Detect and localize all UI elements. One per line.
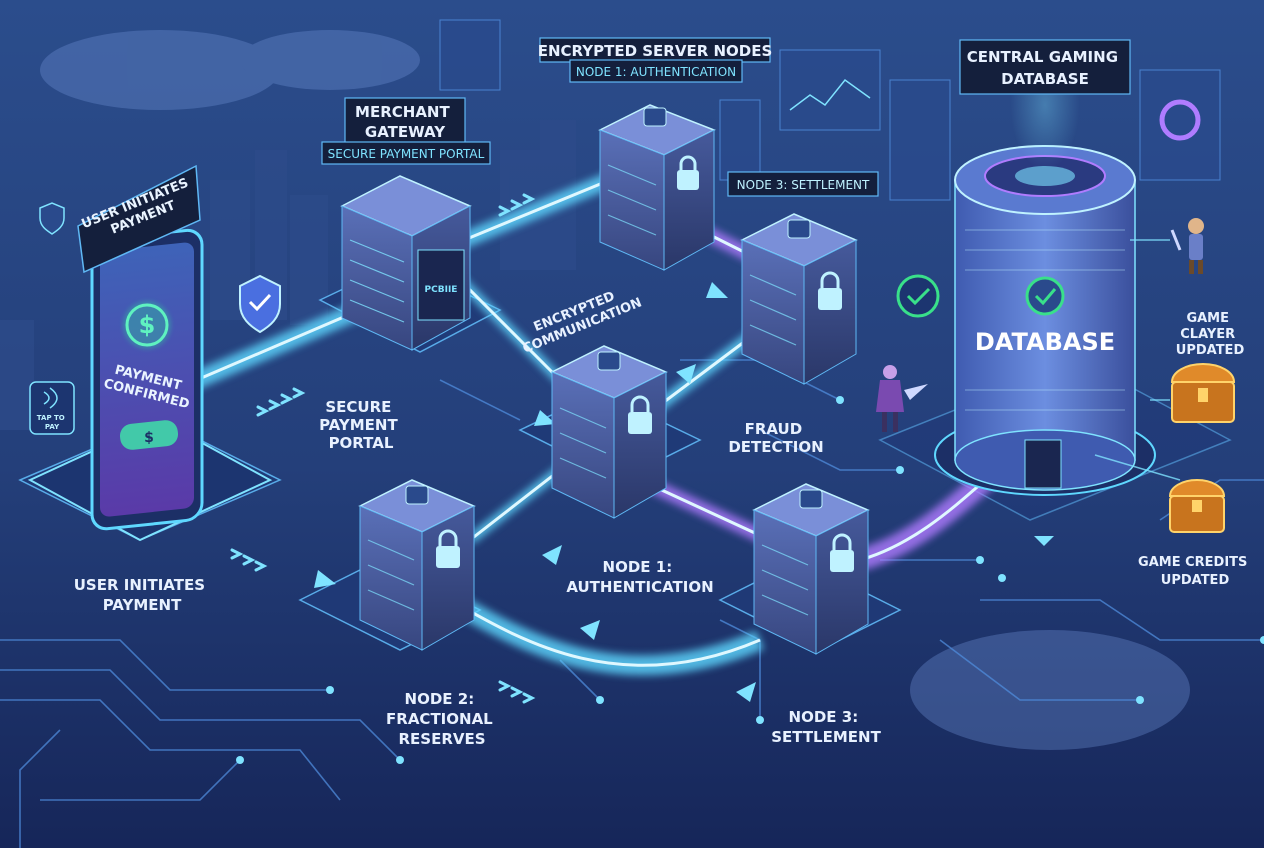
nfc-icon: TAP TO PAY xyxy=(29,381,75,435)
svg-text:ENCRYPTED SERVER NODES: ENCRYPTED SERVER NODES xyxy=(538,42,773,60)
user-initiates-top-label: USER INITIATES PAYMENT xyxy=(77,164,201,274)
padlock-icon xyxy=(643,107,699,190)
svg-text:TAP TO PAY: TAP TO PAY xyxy=(37,414,67,431)
check-circle-icon xyxy=(1025,276,1065,316)
server-node-3-bottom xyxy=(752,483,870,655)
chart-decorations xyxy=(789,78,1201,141)
rack-lines xyxy=(367,164,809,616)
game-character-icon xyxy=(1170,218,1204,274)
svg-text:SECURE PAYMENT PORTAL: SECURE PAYMENT PORTAL xyxy=(328,147,485,161)
shield-check-icon xyxy=(39,202,65,235)
server-node-1-middle xyxy=(550,345,668,519)
database-text: DATABASE xyxy=(975,328,1115,356)
merchant-gateway-label: MERCHANT GATEWAY SECURE PAYMENT PORTAL xyxy=(321,97,491,165)
svg-text:NODE 3: SETTLEMENT: NODE 3: SETTLEMENT xyxy=(737,178,870,192)
central-database xyxy=(934,40,1156,496)
server-node-2 xyxy=(358,479,476,651)
node2-label: NODE 2: FRACTIONAL RESERVES xyxy=(386,690,498,748)
svg-text:CENTRAL GAMING DATABASE: CENTRAL GAMING DATABASE xyxy=(967,48,1124,88)
smartphone xyxy=(27,228,273,542)
padlock-icon xyxy=(597,351,652,434)
padlock-icon xyxy=(787,219,842,310)
padlock-icon xyxy=(799,489,854,572)
server-node-3-top xyxy=(740,213,858,385)
pay-amount-button[interactable]: $ xyxy=(119,419,179,451)
shield-check-icon xyxy=(239,274,281,334)
encrypted-server-nodes-label: ENCRYPTED SERVER NODES NODE 1: AUTHENTIC… xyxy=(538,37,773,83)
game-character-icon xyxy=(876,365,928,432)
check-circle-icon xyxy=(896,274,940,318)
node1-authentication-label: NODE 1: AUTHENTICATION xyxy=(566,558,713,596)
svg-text:MERCHANT GATEWAY: MERCHANT GATEWAY xyxy=(355,103,455,141)
game-credits-updated-label: GAME CREDITS UPDATED xyxy=(1138,555,1252,588)
direction-arrows xyxy=(314,282,1054,702)
circuit-nodes xyxy=(236,396,1264,764)
chevron-arrows xyxy=(230,193,536,704)
game-player-updated-label: GAME CLAYER UPDATED xyxy=(1176,311,1245,358)
svg-text:$: $ xyxy=(139,311,156,339)
svg-text:NODE 1: AUTHENTICATION: NODE 1: AUTHENTICATION xyxy=(576,65,736,79)
padlock-icon xyxy=(405,485,460,568)
node3-label: NODE 3: SETTLEMENT xyxy=(771,708,881,746)
secure-payment-portal-label: SECURE PAYMENT PORTAL xyxy=(319,398,403,452)
fraud-detection-label: FRAUD DETECTION xyxy=(728,420,823,456)
circuit-traces xyxy=(0,359,1264,848)
treasure-chest-icon xyxy=(1170,363,1236,423)
svg-text:PCBIIE: PCBIIE xyxy=(425,285,458,295)
dollar-circle-icon: $ xyxy=(123,301,171,349)
user-initiates-bottom-label: USER INITIATES PAYMENT xyxy=(74,576,211,614)
server-node-1-top xyxy=(598,104,716,271)
world-map-decoration xyxy=(40,30,1190,750)
merchant-gateway-server: PCBIIE xyxy=(340,175,472,351)
node3-settlement-box-label: NODE 3: SETTLEMENT xyxy=(727,171,879,197)
treasure-chest-icon xyxy=(1168,479,1226,533)
svg-text:$: $ xyxy=(144,430,154,446)
central-database-label: CENTRAL GAMING DATABASE xyxy=(959,39,1131,95)
dashboard-panels xyxy=(439,19,1221,201)
connector-lines xyxy=(1094,239,1181,481)
